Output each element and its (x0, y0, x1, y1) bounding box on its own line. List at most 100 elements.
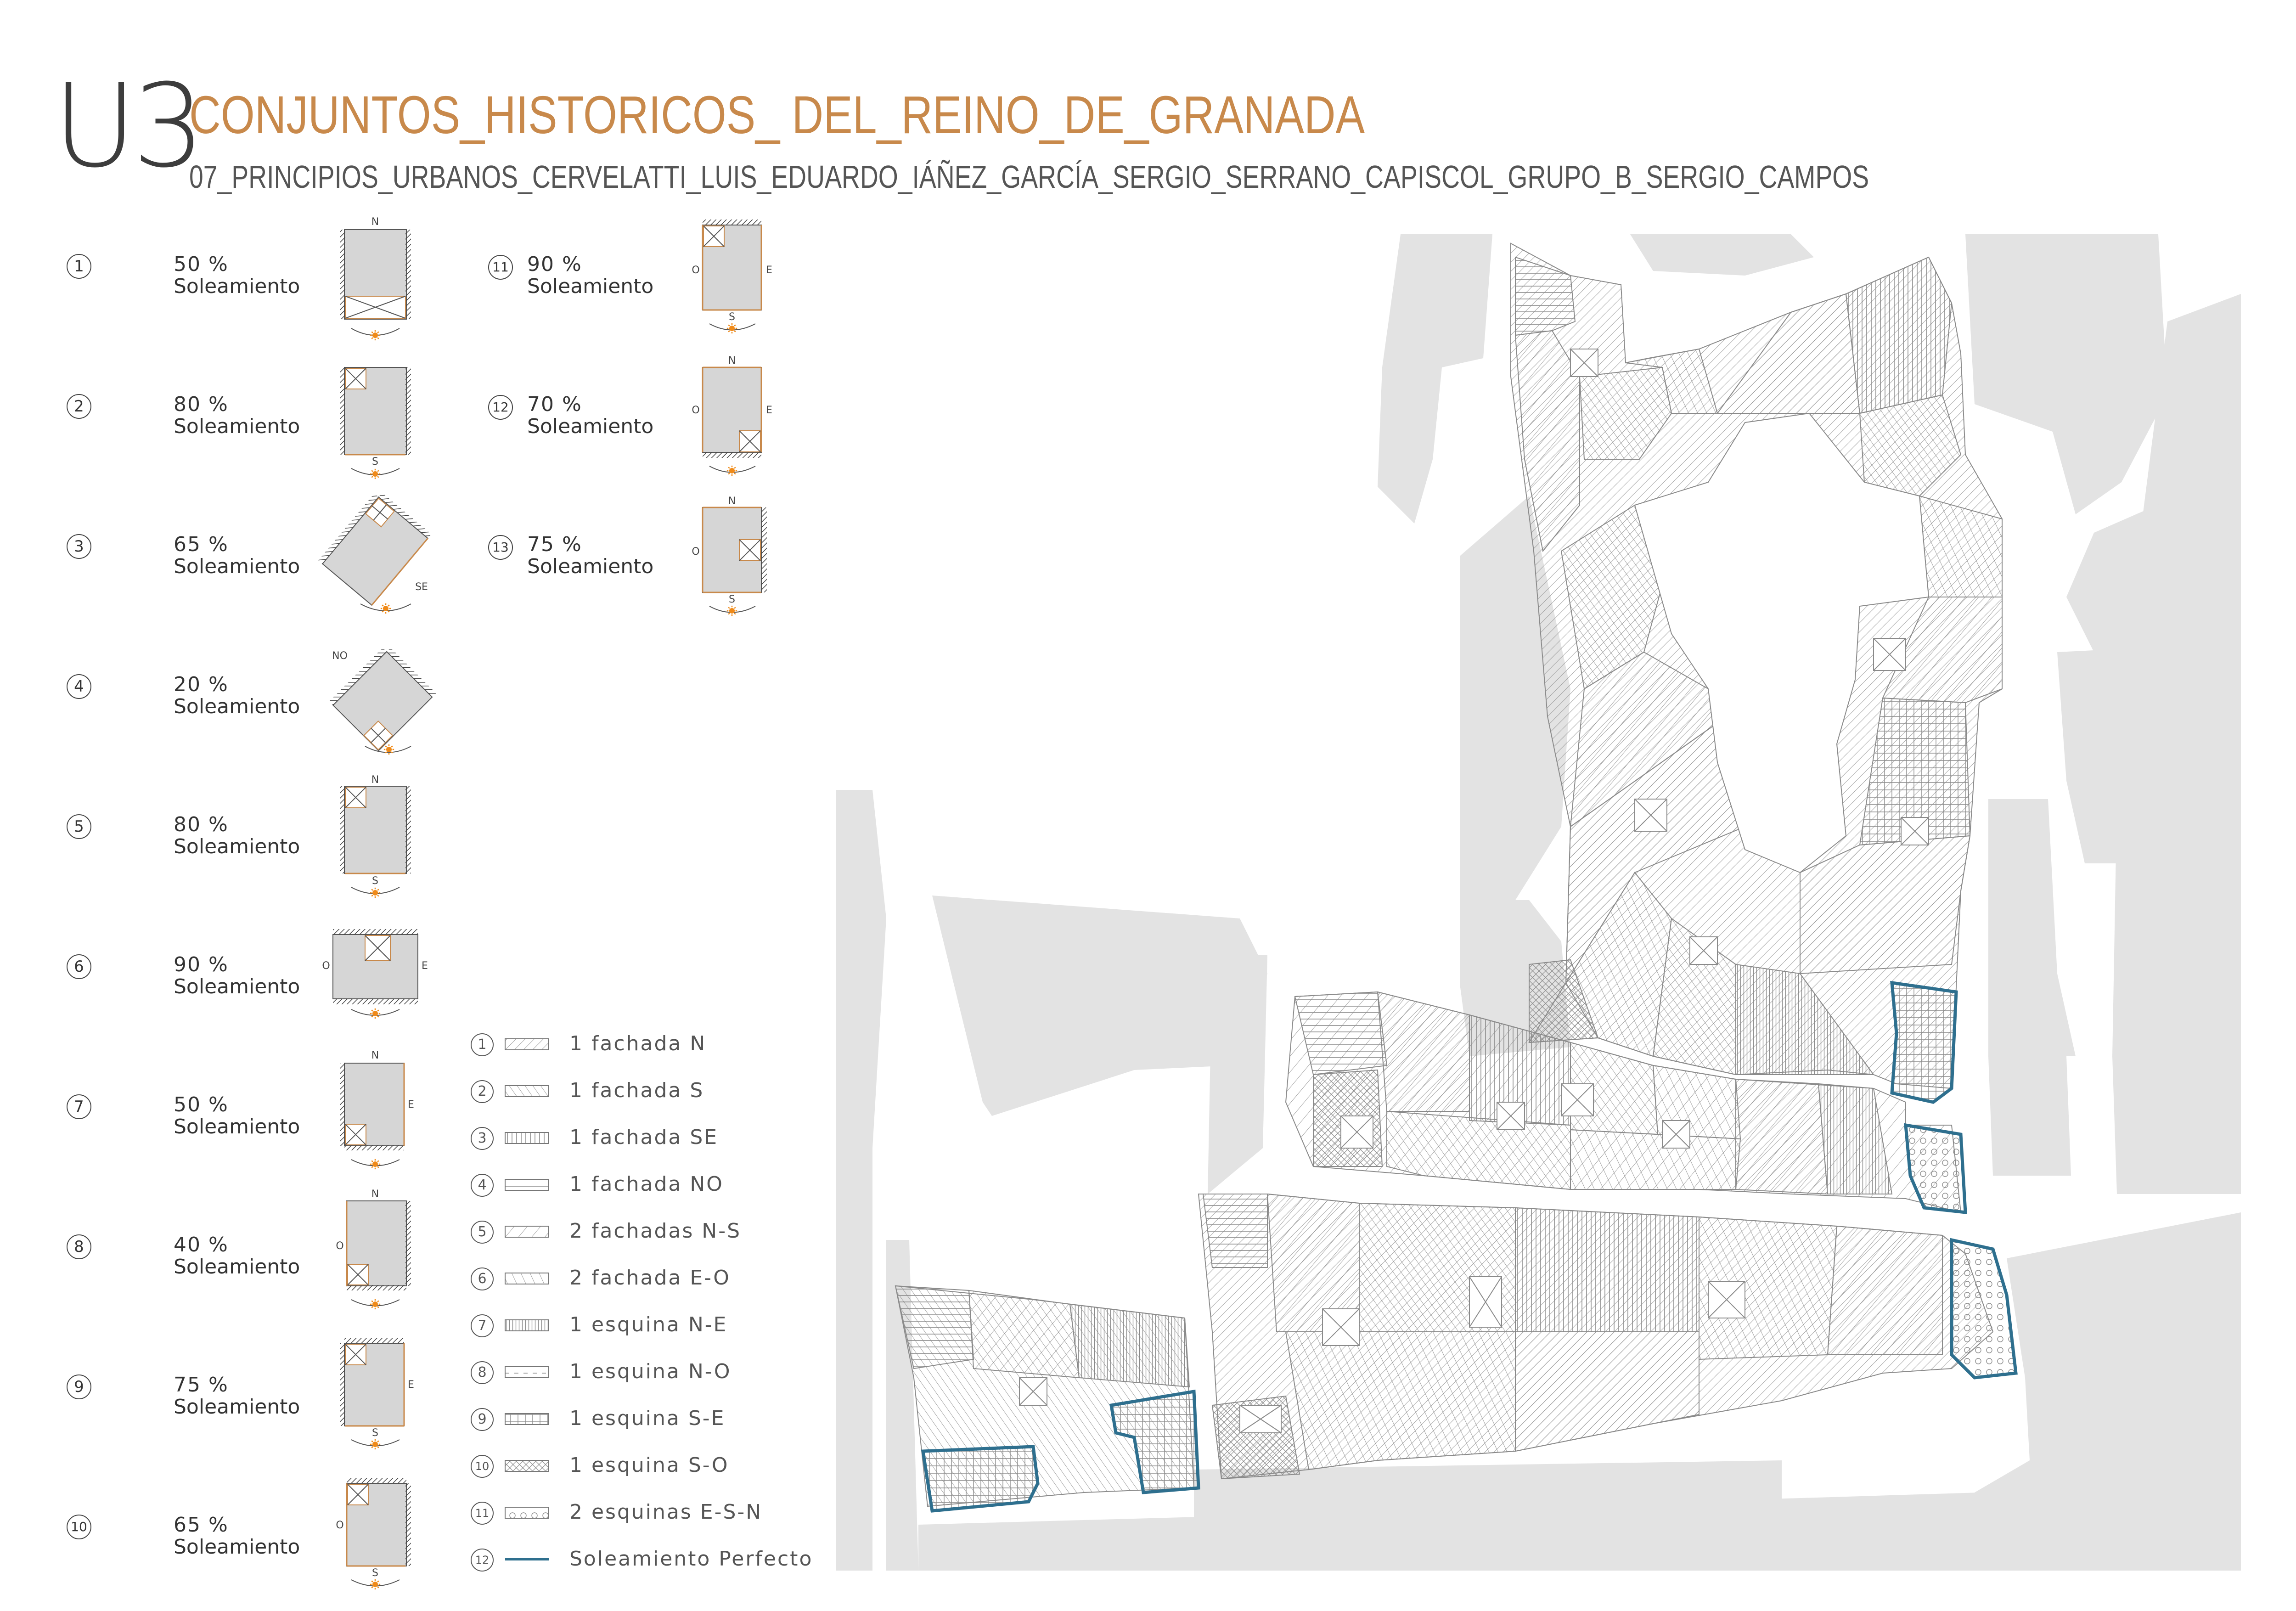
entry-percent: 20 % (174, 673, 229, 696)
entry-label: Soleamiento (174, 1255, 300, 1279)
page-subtitle: 07_PRINCIPIOS_URBANOS_CERVELATTI_LUIS_ED… (189, 159, 1869, 195)
orient-label: SE (415, 581, 428, 593)
entry-number: 2 (67, 394, 91, 419)
legend-label: 2 fachada E-O (569, 1266, 731, 1290)
entry-number: 12 (488, 395, 513, 420)
orient-label: S (372, 875, 378, 887)
entry-label: Soleamiento (174, 695, 300, 718)
legend-number: 11 (471, 1502, 494, 1525)
entry-label: Soleamiento (174, 1535, 300, 1559)
legend-label: 2 esquinas E-S-N (569, 1500, 763, 1524)
diagram-10: O S (336, 1478, 411, 1590)
entry-label: Soleamiento (527, 275, 654, 298)
entry-label: Soleamiento (174, 1115, 300, 1138)
orient-label: E (422, 960, 428, 972)
orient-label: N (371, 216, 379, 228)
entry-percent: 90 % (527, 253, 582, 276)
entry-number: 13 (488, 535, 513, 560)
entry-percent: 40 % (174, 1233, 229, 1256)
entry-number: 10 (67, 1515, 91, 1539)
entry-number: 6 (67, 954, 91, 979)
page-title: CONJUNTOS_HISTORICOS_ DEL_REINO_DE_GRANA… (189, 85, 1365, 145)
legend-number: 8 (471, 1361, 494, 1384)
orient-label: O (322, 960, 330, 972)
diagram-7: N E (340, 1050, 414, 1170)
legend-number: 1 (471, 1033, 494, 1056)
diagram-2: S (340, 367, 411, 479)
orient-label: E (408, 1379, 414, 1391)
entry-label: Soleamiento (174, 975, 300, 998)
orient-label: N (728, 496, 736, 507)
entry-label: Soleamiento (174, 1395, 300, 1419)
entry-percent: 65 % (174, 533, 229, 556)
entry-label: Soleamiento (527, 415, 654, 438)
orient-label: S (729, 594, 735, 605)
entry-percent: 50 % (174, 1093, 229, 1116)
legend-label: 1 fachada SE (569, 1126, 719, 1149)
orient-label: N (371, 774, 379, 786)
entry-number: 7 (67, 1094, 91, 1119)
diagram-5: N S (340, 774, 411, 898)
entry-number: 3 (67, 534, 91, 559)
legend-label: 1 esquina N-O (569, 1360, 732, 1383)
orient-label: O (692, 265, 699, 276)
diagram-12: N O E (692, 355, 772, 476)
orient-label: O (336, 1240, 343, 1252)
orient-label: O (692, 546, 699, 558)
entry-number: 11 (488, 255, 513, 280)
diagram-13: N O S (692, 496, 767, 616)
orient-label: S (729, 311, 735, 323)
orient-label: S (372, 456, 378, 468)
entry-label: Soleamiento (174, 555, 300, 578)
legend-number: 2 (471, 1080, 494, 1103)
legend-number: 9 (471, 1408, 494, 1431)
legend-number: 12 (471, 1549, 494, 1572)
entry-number: 9 (67, 1374, 91, 1399)
orient-label: NO (332, 650, 348, 662)
orient-label: N (728, 355, 736, 366)
legend-label: 2 fachadas N-S (569, 1219, 741, 1243)
entry-percent: 90 % (174, 953, 229, 976)
legend-label: 1 fachada N (569, 1032, 707, 1055)
diagram-11: O E S (692, 220, 772, 334)
orient-label: E (766, 265, 772, 276)
entry-label: Soleamiento (174, 275, 300, 298)
legend-number: 7 (471, 1314, 494, 1337)
block-south (1198, 1193, 2018, 1480)
diagram-8: N O (336, 1189, 411, 1310)
legend-number: 4 (471, 1174, 494, 1197)
orient-label: E (408, 1099, 414, 1110)
entry-label: Soleamiento (527, 555, 654, 578)
legend-label: Soleamiento Perfecto (569, 1547, 813, 1571)
orient-label: O (692, 405, 699, 416)
orient-label: S (372, 1567, 378, 1579)
block-middle (1285, 991, 1967, 1214)
entry-percent: 70 % (527, 393, 582, 416)
legend-label: 1 fachada NO (569, 1172, 724, 1196)
legend-label: 1 esquina S-E (569, 1407, 726, 1430)
legend-label: 1 esquina N-E (569, 1313, 728, 1336)
orient-label: N (371, 1050, 379, 1061)
logo-u3: U3 (53, 59, 205, 193)
diagram-3 (318, 493, 432, 606)
entry-number: 1 (67, 254, 91, 279)
entry-percent: 80 % (174, 813, 229, 836)
orient-label: O (336, 1520, 343, 1531)
orient-label: N (371, 1189, 379, 1200)
legend-number: 3 (471, 1127, 494, 1150)
orient-label: S (372, 1427, 378, 1439)
legend-number: 6 (471, 1267, 494, 1290)
entry-percent: 50 % (174, 253, 229, 276)
entry-percent: 80 % (174, 393, 229, 416)
entry-percent: 65 % (174, 1513, 229, 1537)
entry-number: 8 (67, 1234, 91, 1259)
block-southwest (895, 1285, 1200, 1513)
entry-label: Soleamiento (174, 415, 300, 438)
entry-percent: 75 % (174, 1373, 229, 1397)
legend-number: 5 (471, 1221, 494, 1244)
diagram-1: N (340, 216, 411, 341)
entry-label: Soleamiento (174, 835, 300, 858)
entry-number: 4 (67, 674, 91, 699)
